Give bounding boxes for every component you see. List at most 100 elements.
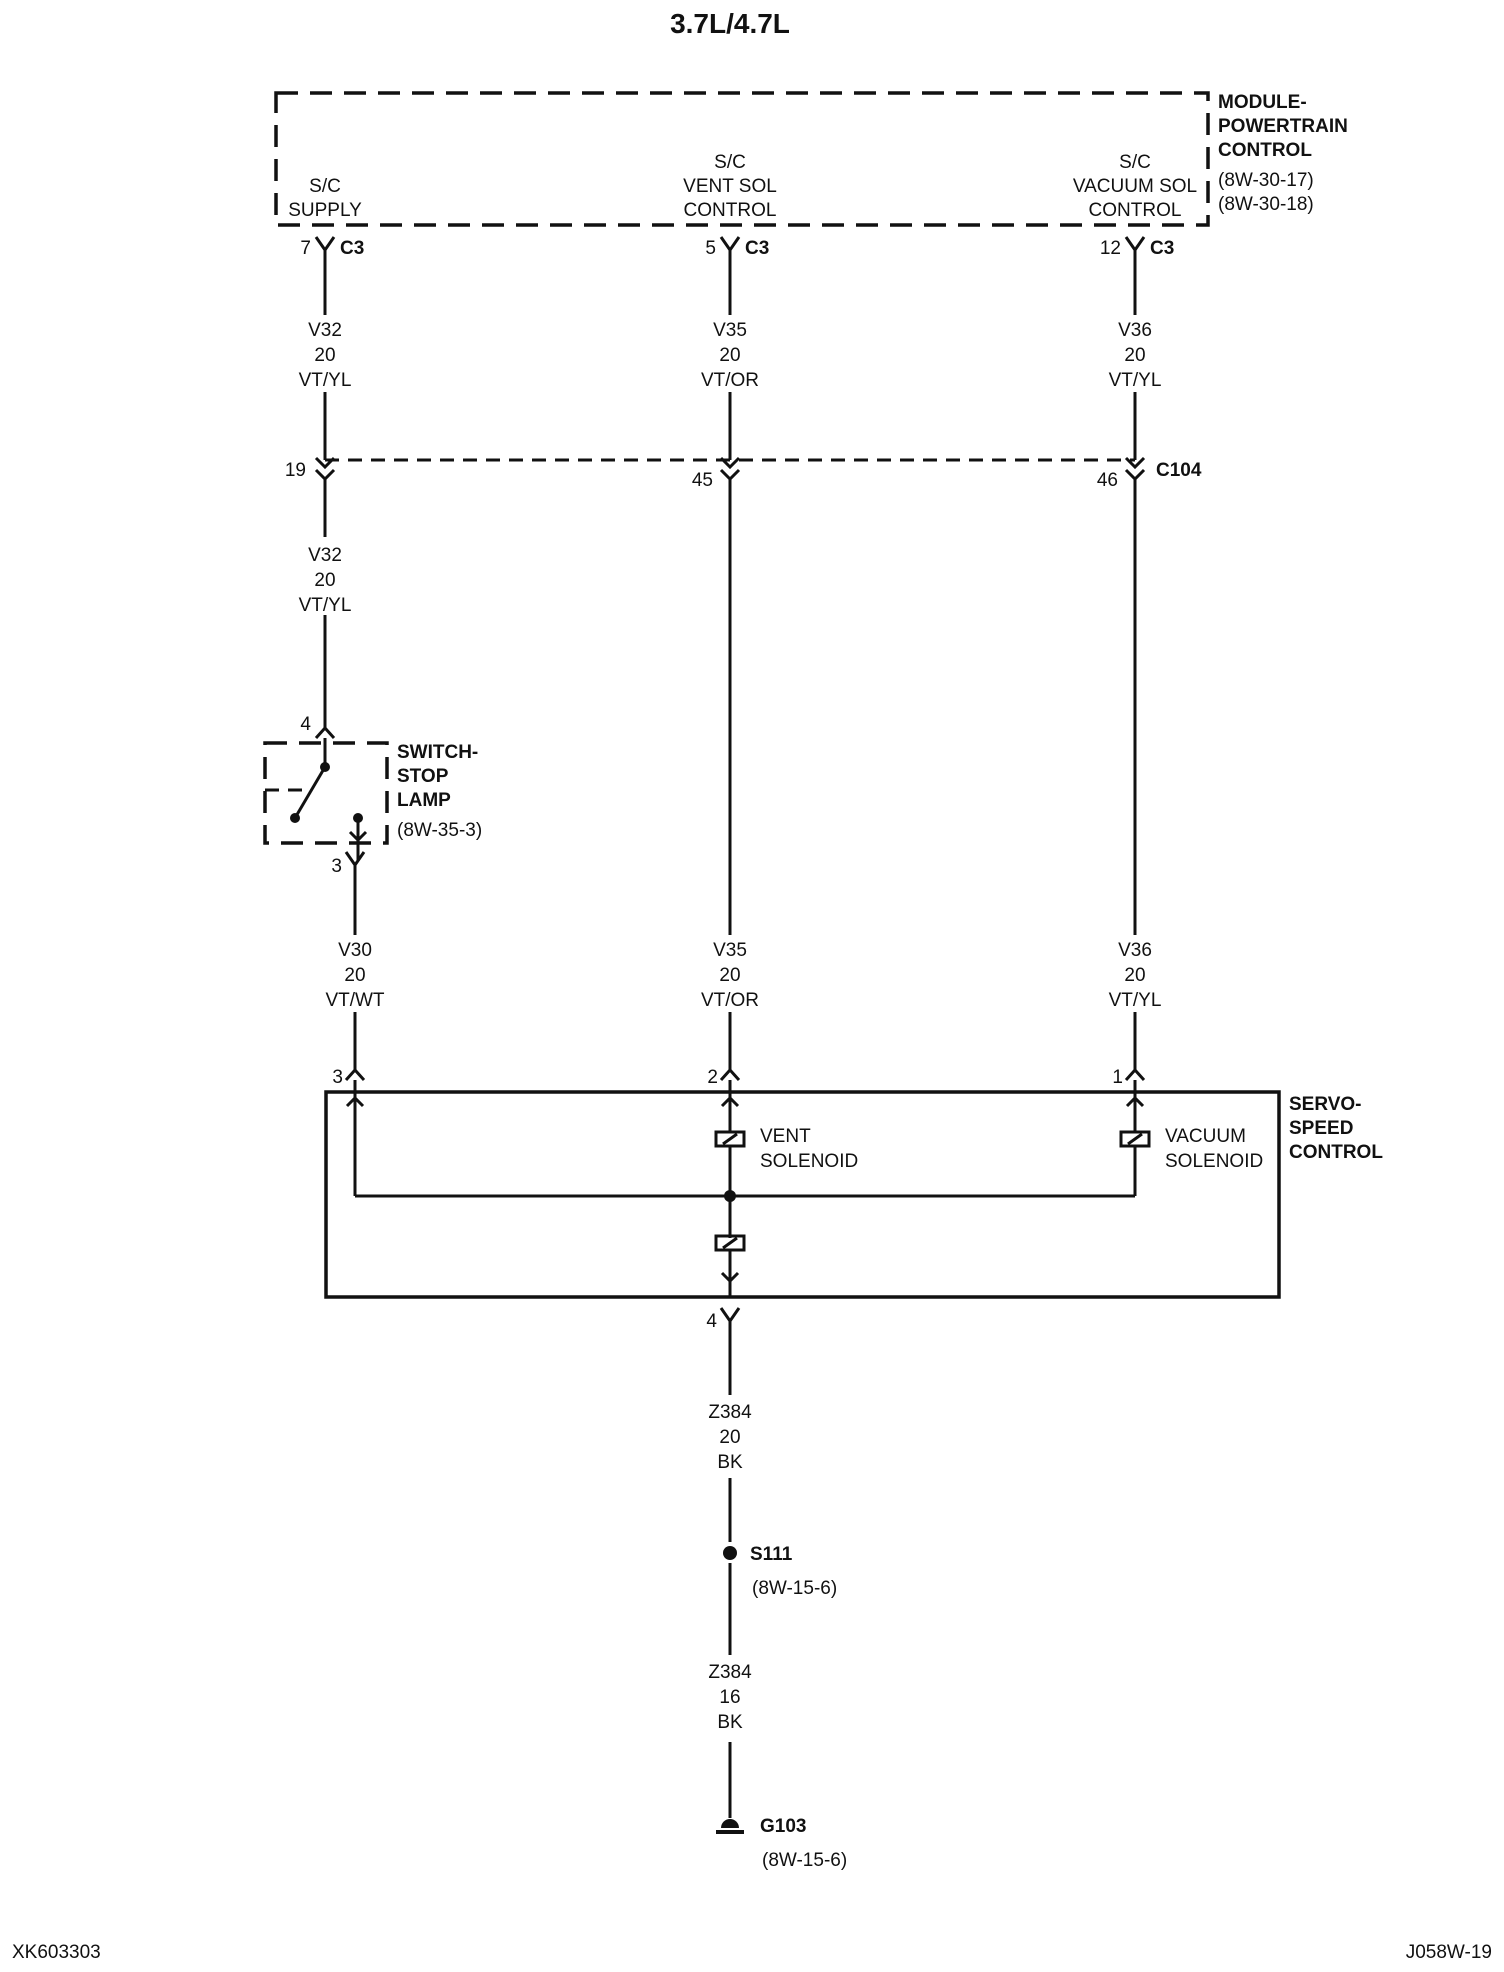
connector-symbol — [719, 236, 741, 258]
switch-input-terminal — [314, 725, 336, 740]
vent-solenoid-coil-slash — [722, 1132, 738, 1146]
pcm-terminal-2-label-line-1: S/C — [714, 152, 746, 173]
wire-z384-1-gauge: 20 — [719, 1427, 740, 1448]
servo-name-line-2: SPEED — [1289, 1118, 1353, 1139]
pcm-terminal-2-label-line-2: VENT SOL — [683, 176, 777, 197]
wire-z384-1-color: BK — [717, 1452, 743, 1473]
wire-v30-gauge: 20 — [344, 965, 365, 986]
splice-s111-name: S111 — [750, 1544, 793, 1565]
servo-name-line-1: SERVO- — [1289, 1094, 1362, 1115]
c104-name: C104 — [1156, 460, 1202, 481]
switch-pin-4: 4 — [300, 714, 311, 735]
wire-v35-mid-circuit: V35 — [713, 940, 747, 961]
wire-v32-lower-circuit: V32 — [308, 545, 342, 566]
pcm-name-line-1: MODULE- — [1218, 92, 1307, 113]
pcm-connector-c3-1: C3 — [340, 238, 364, 259]
servo-pin-4: 4 — [706, 1311, 717, 1332]
servo-terminal-4 — [719, 1307, 741, 1330]
c104-pin-46: 46 — [1097, 470, 1118, 491]
wire-v36-mid-gauge: 20 — [1124, 965, 1145, 986]
pcm-pin-12: 12 — [1100, 238, 1121, 259]
wire-v30-circuit: V30 — [338, 940, 372, 961]
servo-lower-coil-slash — [722, 1236, 738, 1250]
upper-wires: V32 20 VT/YL V35 20 VT/OR V36 20 VT/YL — [299, 258, 1161, 460]
wire-v35-circuit: V35 — [713, 320, 747, 341]
wire-z384-2-circuit: Z384 — [708, 1662, 752, 1683]
vacuum-solenoid-label-line-2: SOLENOID — [1165, 1151, 1263, 1172]
switch-outline — [263, 741, 389, 845]
pcm-connector-symbols — [314, 236, 1146, 258]
middle-wires: V30 20 VT/WT V35 20 VT/OR V36 20 VT/YL — [325, 479, 1161, 1070]
servo-pin-3: 3 — [332, 1067, 343, 1088]
wire-v36-mid-circuit: V36 — [1118, 940, 1152, 961]
switch-contact — [353, 813, 363, 823]
connector-symbol — [314, 236, 336, 258]
servo-outline — [324, 1090, 1281, 1299]
pcm-connector-c3-3: C3 — [1150, 238, 1174, 259]
wire-v32-lower-color: VT/YL — [299, 595, 352, 616]
servo-terminal-2 — [719, 1067, 741, 1082]
servo-pin-2: 2 — [707, 1067, 718, 1088]
wire-v35-mid-color: VT/OR — [701, 990, 759, 1011]
wire-v35-gauge: 20 — [719, 345, 740, 366]
wire-v36-circuit: V36 — [1118, 320, 1152, 341]
switch-name-line-3: LAMP — [397, 790, 451, 811]
vacuum-solenoid-coil — [1119, 1130, 1151, 1148]
pcm-terminal-1-label-line-1: S/C — [309, 176, 341, 197]
v32-lower-wire: V32 20 VT/YL — [299, 479, 352, 728]
stop-lamp-switch: 4 SWITCH- STOP LAMP (8W-35-3) 3 — [263, 714, 482, 877]
switch-name-line-2: STOP — [397, 766, 449, 787]
pcm-terminal-1-label-line-2: SUPPLY — [288, 200, 362, 221]
wire-v32-gauge: 20 — [314, 345, 335, 366]
wire-v36-gauge: 20 — [1124, 345, 1145, 366]
switch-blade — [293, 766, 327, 819]
switch-output-connector — [344, 851, 366, 875]
servo-name-line-3: CONTROL — [1289, 1142, 1383, 1163]
footer-left-code: XK603303 — [12, 1942, 101, 1963]
servo-speed-control: 3 2 1 VENT SOLENOID VACUUM SOLENOID SERV… — [324, 1067, 1383, 1332]
switch-pin-3: 3 — [331, 856, 342, 877]
switch-pivot — [290, 813, 300, 823]
pcm-ref-2: (8W-30-18) — [1218, 194, 1314, 215]
diagram-title: 3.7L/4.7L — [670, 8, 790, 39]
vent-solenoid-coil — [714, 1130, 746, 1148]
connector-symbol — [1124, 236, 1146, 258]
vent-solenoid-label-line-1: VENT — [760, 1126, 811, 1147]
wire-z384-2-color: BK — [717, 1712, 743, 1733]
servo-internal-arrow — [720, 1271, 740, 1284]
wire-v35-mid-gauge: 20 — [719, 965, 740, 986]
pcm-terminal-3-label-line-3: CONTROL — [1089, 200, 1182, 221]
connector-c104: 19 45 46 C104 — [285, 456, 1202, 491]
wire-v32-color: VT/YL — [299, 370, 352, 391]
pcm-pin-7: 7 — [300, 238, 311, 259]
wire-z384-2-gauge: 16 — [719, 1687, 740, 1708]
c104-pin-45: 45 — [692, 470, 713, 491]
wire-v30-color: VT/WT — [325, 990, 384, 1011]
ground-g103-ref: (8W-15-6) — [762, 1850, 847, 1871]
vent-solenoid-label-line-2: SOLENOID — [760, 1151, 858, 1172]
pcm-name-line-3: CONTROL — [1218, 140, 1312, 161]
servo-pin-1: 1 — [1112, 1067, 1123, 1088]
vacuum-solenoid-coil-slash — [1127, 1132, 1143, 1146]
pcm-terminal-2-label-line-3: CONTROL — [684, 200, 777, 221]
pcm-name-line-2: POWERTRAIN — [1218, 116, 1348, 137]
wire-v32-circuit: V32 — [308, 320, 342, 341]
pcm-connector-c3-2: C3 — [745, 238, 769, 259]
pcm-ref-1: (8W-30-17) — [1218, 170, 1314, 191]
pcm-terminal-3-label-line-1: S/C — [1119, 152, 1151, 173]
footer-right-code: J058W-19 — [1406, 1942, 1492, 1963]
servo-terminal-3 — [344, 1067, 366, 1082]
wire-v35-color: VT/OR — [701, 370, 759, 391]
wire-v36-mid-color: VT/YL — [1109, 990, 1162, 1011]
ground-circuit: Z384 20 BK S111 (8W-15-6) Z384 16 BK G10… — [708, 1330, 847, 1871]
wire-v32-lower-gauge: 20 — [314, 570, 335, 591]
servo-terminal-1 — [1124, 1067, 1146, 1082]
ground-g103-symbol — [721, 1819, 739, 1828]
switch-ref: (8W-35-3) — [397, 820, 482, 841]
pcm-pin-5: 5 — [705, 238, 716, 259]
vacuum-solenoid-label-line-1: VACUUM — [1165, 1126, 1246, 1147]
pcm-outline — [274, 91, 1210, 227]
c104-pin-19: 19 — [285, 460, 306, 481]
pcm-terminal-3-label-line-2: VACUUM SOL — [1073, 176, 1197, 197]
